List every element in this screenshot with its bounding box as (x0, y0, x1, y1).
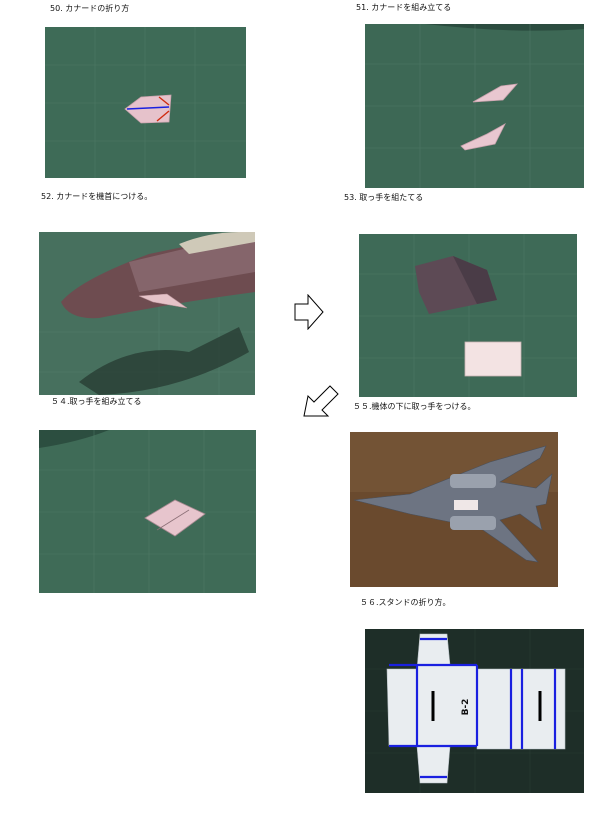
photo-canard-folding (45, 27, 246, 178)
photo-handle-assembled (39, 430, 256, 593)
canard-part (138, 293, 188, 309)
photo-handle-under-fuselage (350, 432, 558, 587)
fold-line (126, 106, 170, 110)
stand-label: B-2 (461, 699, 471, 716)
step-52-caption: 52. カナードを機首につける。 (41, 192, 153, 201)
canard-part (472, 83, 518, 103)
handle-part (454, 500, 478, 510)
canard-part (124, 94, 172, 124)
aircraft-model (353, 445, 553, 563)
photo-canard-on-nose (39, 232, 255, 395)
step-50-caption: 50. カナードの折り方 (50, 4, 130, 13)
canard-part (460, 123, 506, 151)
handle-part (144, 499, 206, 537)
step-55-caption: ５５.機体の下に取っ手をつける。 (353, 402, 476, 411)
step-54-caption: ５４.取っ手を組み立てる (51, 397, 142, 406)
step-51-caption: 51. カナードを組み立てる (356, 3, 452, 12)
handle-part-flat (464, 341, 522, 377)
arrow-right-icon (294, 294, 324, 330)
step-56-caption: ５６.スタンドの折り方。 (360, 598, 451, 607)
photo-canard-assembled (365, 24, 584, 188)
step-53-caption: 53. 取っ手を組たてる (344, 193, 424, 202)
photo-handle-assembly (359, 234, 577, 397)
photo-stand-folding: B-2 (365, 629, 584, 793)
arrow-down-left-icon (302, 384, 340, 418)
